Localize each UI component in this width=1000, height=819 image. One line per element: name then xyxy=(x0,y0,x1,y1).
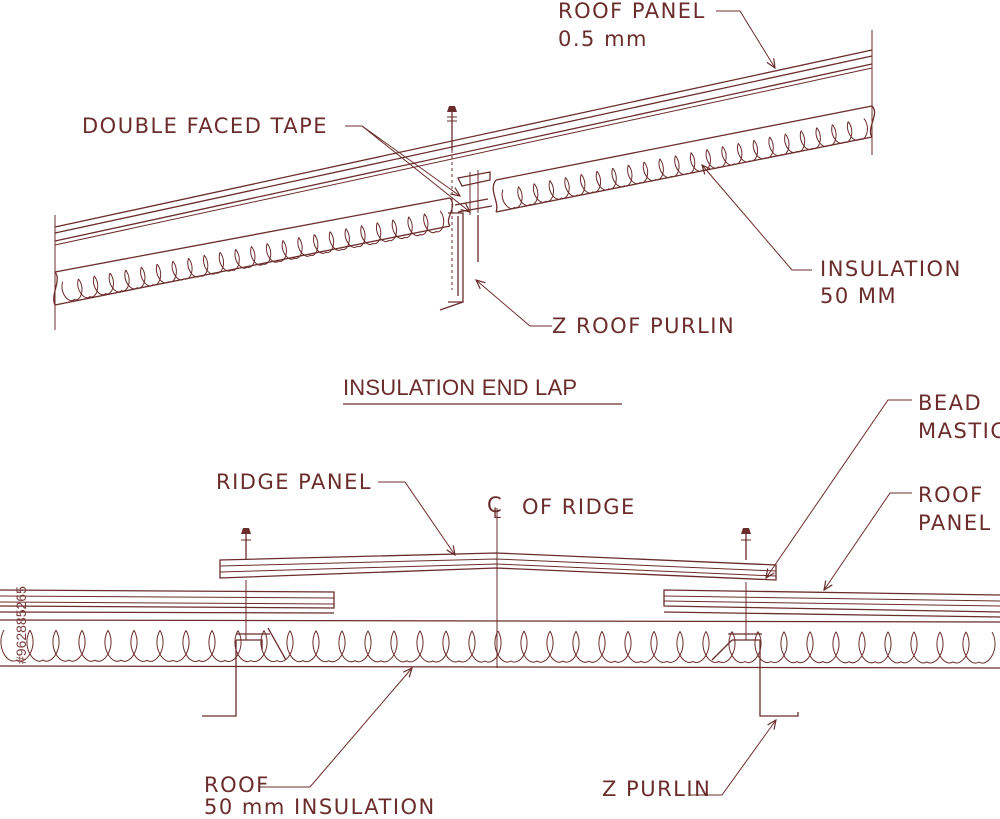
roof-panel-leader xyxy=(716,10,775,68)
z-roof-purlin-label: Z ROOF PURLIN xyxy=(552,314,735,338)
tape-label: DOUBLE FACED TAPE xyxy=(82,114,328,138)
insulation-thickness: 50 MM xyxy=(820,284,897,308)
bead-mastic-leader xyxy=(766,399,912,578)
roof-panel-left xyxy=(0,589,335,614)
tape-leader-2 xyxy=(361,125,470,212)
z-purlin-right xyxy=(711,633,799,717)
z-purlin-left xyxy=(202,627,287,717)
double-faced-tape xyxy=(454,170,493,215)
z-purlin-leader xyxy=(690,720,776,796)
bead-label: BEAD xyxy=(918,391,982,415)
z-roof-purlin xyxy=(439,212,479,311)
ridge-panel-leader xyxy=(378,481,455,555)
roof-panel-label-bottom-2: PANEL xyxy=(918,511,992,535)
ridge-centerline: C L xyxy=(487,493,503,668)
section-title-text: INSULATION END LAP xyxy=(343,375,577,400)
ridge-panel xyxy=(219,552,777,581)
insulation-fibres-bottom xyxy=(0,629,996,664)
insulation-blanket-left xyxy=(53,197,454,306)
roof-panel-thickness: 0.5 mm xyxy=(558,27,648,51)
mastic-label: MASTIC xyxy=(918,419,1000,443)
roof-panel-label-bottom-1: ROOF xyxy=(918,483,984,507)
insulation-label: INSULATION xyxy=(820,257,962,281)
z-purlin-label: Z PURLIN xyxy=(602,777,711,801)
roof-panel-label: ROOF PANEL xyxy=(558,0,706,23)
insulation-blanket-right xyxy=(492,105,876,213)
insulation-leader xyxy=(702,165,812,271)
section-title: INSULATION END LAP xyxy=(343,375,622,405)
centerline-symbol: C xyxy=(487,493,503,517)
centerline-label: OF RIDGE xyxy=(522,495,636,519)
purlin-leader xyxy=(476,280,552,327)
top-detail: ROOF PANEL 0.5 mm DOUBLE FACED TAPE INSU… xyxy=(53,0,962,338)
bottom-detail: C L BEAD MASTIC RIDGE PANEL OF RIDGE ROO… xyxy=(0,391,1000,819)
roof-insulation-label-1: ROOF xyxy=(204,773,270,797)
roof-insulation-blanket xyxy=(0,619,1000,669)
roof-panel-leader-bottom xyxy=(824,492,912,590)
roof-panel xyxy=(54,49,873,246)
insulation-leader-bottom xyxy=(258,668,412,788)
insulation-fibres-left xyxy=(61,210,445,302)
roof-insulation-label-2: 50 mm INSULATION xyxy=(204,795,436,819)
roof-panel-right xyxy=(663,589,1000,618)
centerline-symbol-l: L xyxy=(493,506,502,522)
fastener-right xyxy=(741,528,751,640)
fastener-left xyxy=(241,528,251,640)
stock-id-watermark: #962885265 xyxy=(13,586,29,664)
ridge-panel-label: RIDGE PANEL xyxy=(216,470,372,494)
fastener-top xyxy=(447,106,457,290)
